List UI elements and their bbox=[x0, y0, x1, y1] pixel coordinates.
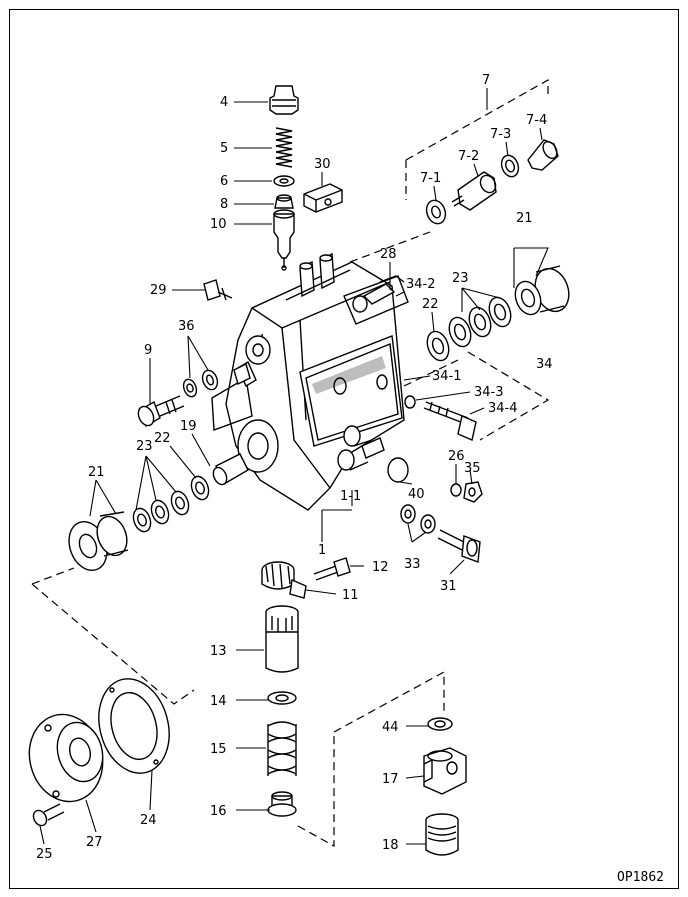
callout-34-4: 34-4 bbox=[488, 401, 518, 416]
sleeve-part-13 bbox=[265, 605, 299, 673]
callout-10: 10 bbox=[210, 217, 227, 232]
bolt-part-29 bbox=[203, 279, 233, 301]
spring-seat-part-14 bbox=[267, 691, 297, 705]
gasket-part-6 bbox=[273, 175, 295, 187]
callout-19: 19 bbox=[180, 419, 197, 434]
gear-part-21-upper bbox=[514, 265, 570, 316]
valve-seat-part-10 bbox=[273, 209, 295, 271]
callout-25: 25 bbox=[36, 847, 53, 862]
callout-36: 36 bbox=[178, 319, 195, 334]
o-ring-part-40 bbox=[387, 457, 409, 483]
callout-21-lower: 21 bbox=[88, 465, 105, 480]
callout-34-1: 34-1 bbox=[432, 369, 462, 384]
callout-44: 44 bbox=[382, 720, 399, 735]
bolt-part-7-4 bbox=[527, 139, 559, 171]
callout-4: 4 bbox=[220, 95, 228, 110]
callout-28: 28 bbox=[380, 247, 397, 262]
callout-17: 17 bbox=[382, 772, 399, 787]
washer-part-26 bbox=[450, 483, 462, 497]
callout-15: 15 bbox=[210, 742, 227, 757]
callout-1-1: 1-1 bbox=[340, 489, 361, 504]
fitting-part-7-2 bbox=[451, 171, 497, 211]
callout-1: 1 bbox=[318, 543, 326, 558]
callout-23-upper: 23 bbox=[452, 271, 469, 286]
callout-11: 11 bbox=[342, 588, 359, 603]
callout-21-upper: 21 bbox=[516, 211, 533, 226]
callout-6: 6 bbox=[220, 174, 228, 189]
callout-26: 26 bbox=[448, 449, 465, 464]
washer-part-34-3 bbox=[404, 395, 416, 409]
bolt-part-9 bbox=[137, 395, 185, 428]
callout-13: 13 bbox=[210, 644, 227, 659]
callout-29: 29 bbox=[150, 283, 167, 298]
callout-27: 27 bbox=[86, 835, 103, 850]
callout-5: 5 bbox=[220, 141, 228, 156]
callout-22-lower: 22 bbox=[154, 431, 171, 446]
callout-7-3: 7-3 bbox=[490, 127, 511, 142]
nut-part-35 bbox=[463, 481, 483, 503]
callout-7-2: 7-2 bbox=[458, 149, 479, 164]
callout-9: 9 bbox=[144, 343, 152, 358]
callout-30: 30 bbox=[314, 157, 331, 172]
callout-34-3: 34-3 bbox=[474, 385, 504, 400]
callout-34: 34 bbox=[536, 357, 553, 372]
callout-33: 33 bbox=[404, 557, 421, 572]
callout-7-4: 7-4 bbox=[526, 113, 547, 128]
washers-part-33 bbox=[400, 504, 436, 534]
valve-part-8 bbox=[274, 194, 294, 209]
callout-8: 8 bbox=[220, 197, 228, 212]
delivery-valve-holder-part-4 bbox=[269, 85, 299, 115]
screw-part-12 bbox=[313, 557, 351, 581]
callout-34-2: 34-2 bbox=[406, 277, 436, 292]
callout-7: 7 bbox=[482, 73, 490, 88]
plunger-spring-part-15 bbox=[267, 721, 297, 776]
spring-part-5 bbox=[275, 127, 293, 168]
callout-31: 31 bbox=[440, 579, 457, 594]
washers-part-36 bbox=[182, 362, 251, 398]
plug-part-18 bbox=[425, 813, 459, 856]
banjo-bolt-part-31 bbox=[437, 529, 481, 563]
screw-part-34-4 bbox=[423, 401, 477, 441]
callout-18: 18 bbox=[382, 838, 399, 853]
callout-22-upper: 22 bbox=[422, 297, 439, 312]
callout-23-lower: 23 bbox=[136, 439, 153, 454]
bracket-part-28 bbox=[362, 275, 405, 305]
callout-7-1: 7-1 bbox=[420, 171, 441, 186]
callout-35: 35 bbox=[464, 461, 481, 476]
callout-16: 16 bbox=[210, 804, 227, 819]
bolt-part-25 bbox=[32, 803, 65, 827]
shims-part-23-lower bbox=[132, 490, 190, 533]
gear-part-21-lower bbox=[68, 511, 129, 571]
washer-part-44 bbox=[427, 717, 453, 731]
shim-part-22-lower bbox=[190, 475, 210, 501]
flange-part-27 bbox=[28, 713, 104, 803]
drawing-code-label: OP1862 bbox=[617, 870, 664, 885]
spring-seat-part-16 bbox=[267, 791, 297, 817]
drawing-frame bbox=[9, 9, 679, 889]
callout-12: 12 bbox=[372, 560, 389, 575]
adjuster-part-11 bbox=[261, 561, 307, 599]
bracket-part-30 bbox=[303, 183, 343, 213]
callout-24: 24 bbox=[140, 813, 157, 828]
shim-part-22-upper bbox=[426, 330, 450, 362]
pump-housing bbox=[211, 252, 409, 511]
valve-body-part-17 bbox=[423, 747, 467, 795]
washer-part-7-1 bbox=[425, 199, 447, 225]
shims-part-23-upper bbox=[448, 296, 512, 348]
callout-40: 40 bbox=[408, 487, 425, 502]
callout-14: 14 bbox=[210, 694, 227, 709]
gasket-part-24 bbox=[98, 678, 170, 774]
washer-part-7-3 bbox=[500, 154, 520, 178]
leader-lines bbox=[39, 88, 549, 845]
